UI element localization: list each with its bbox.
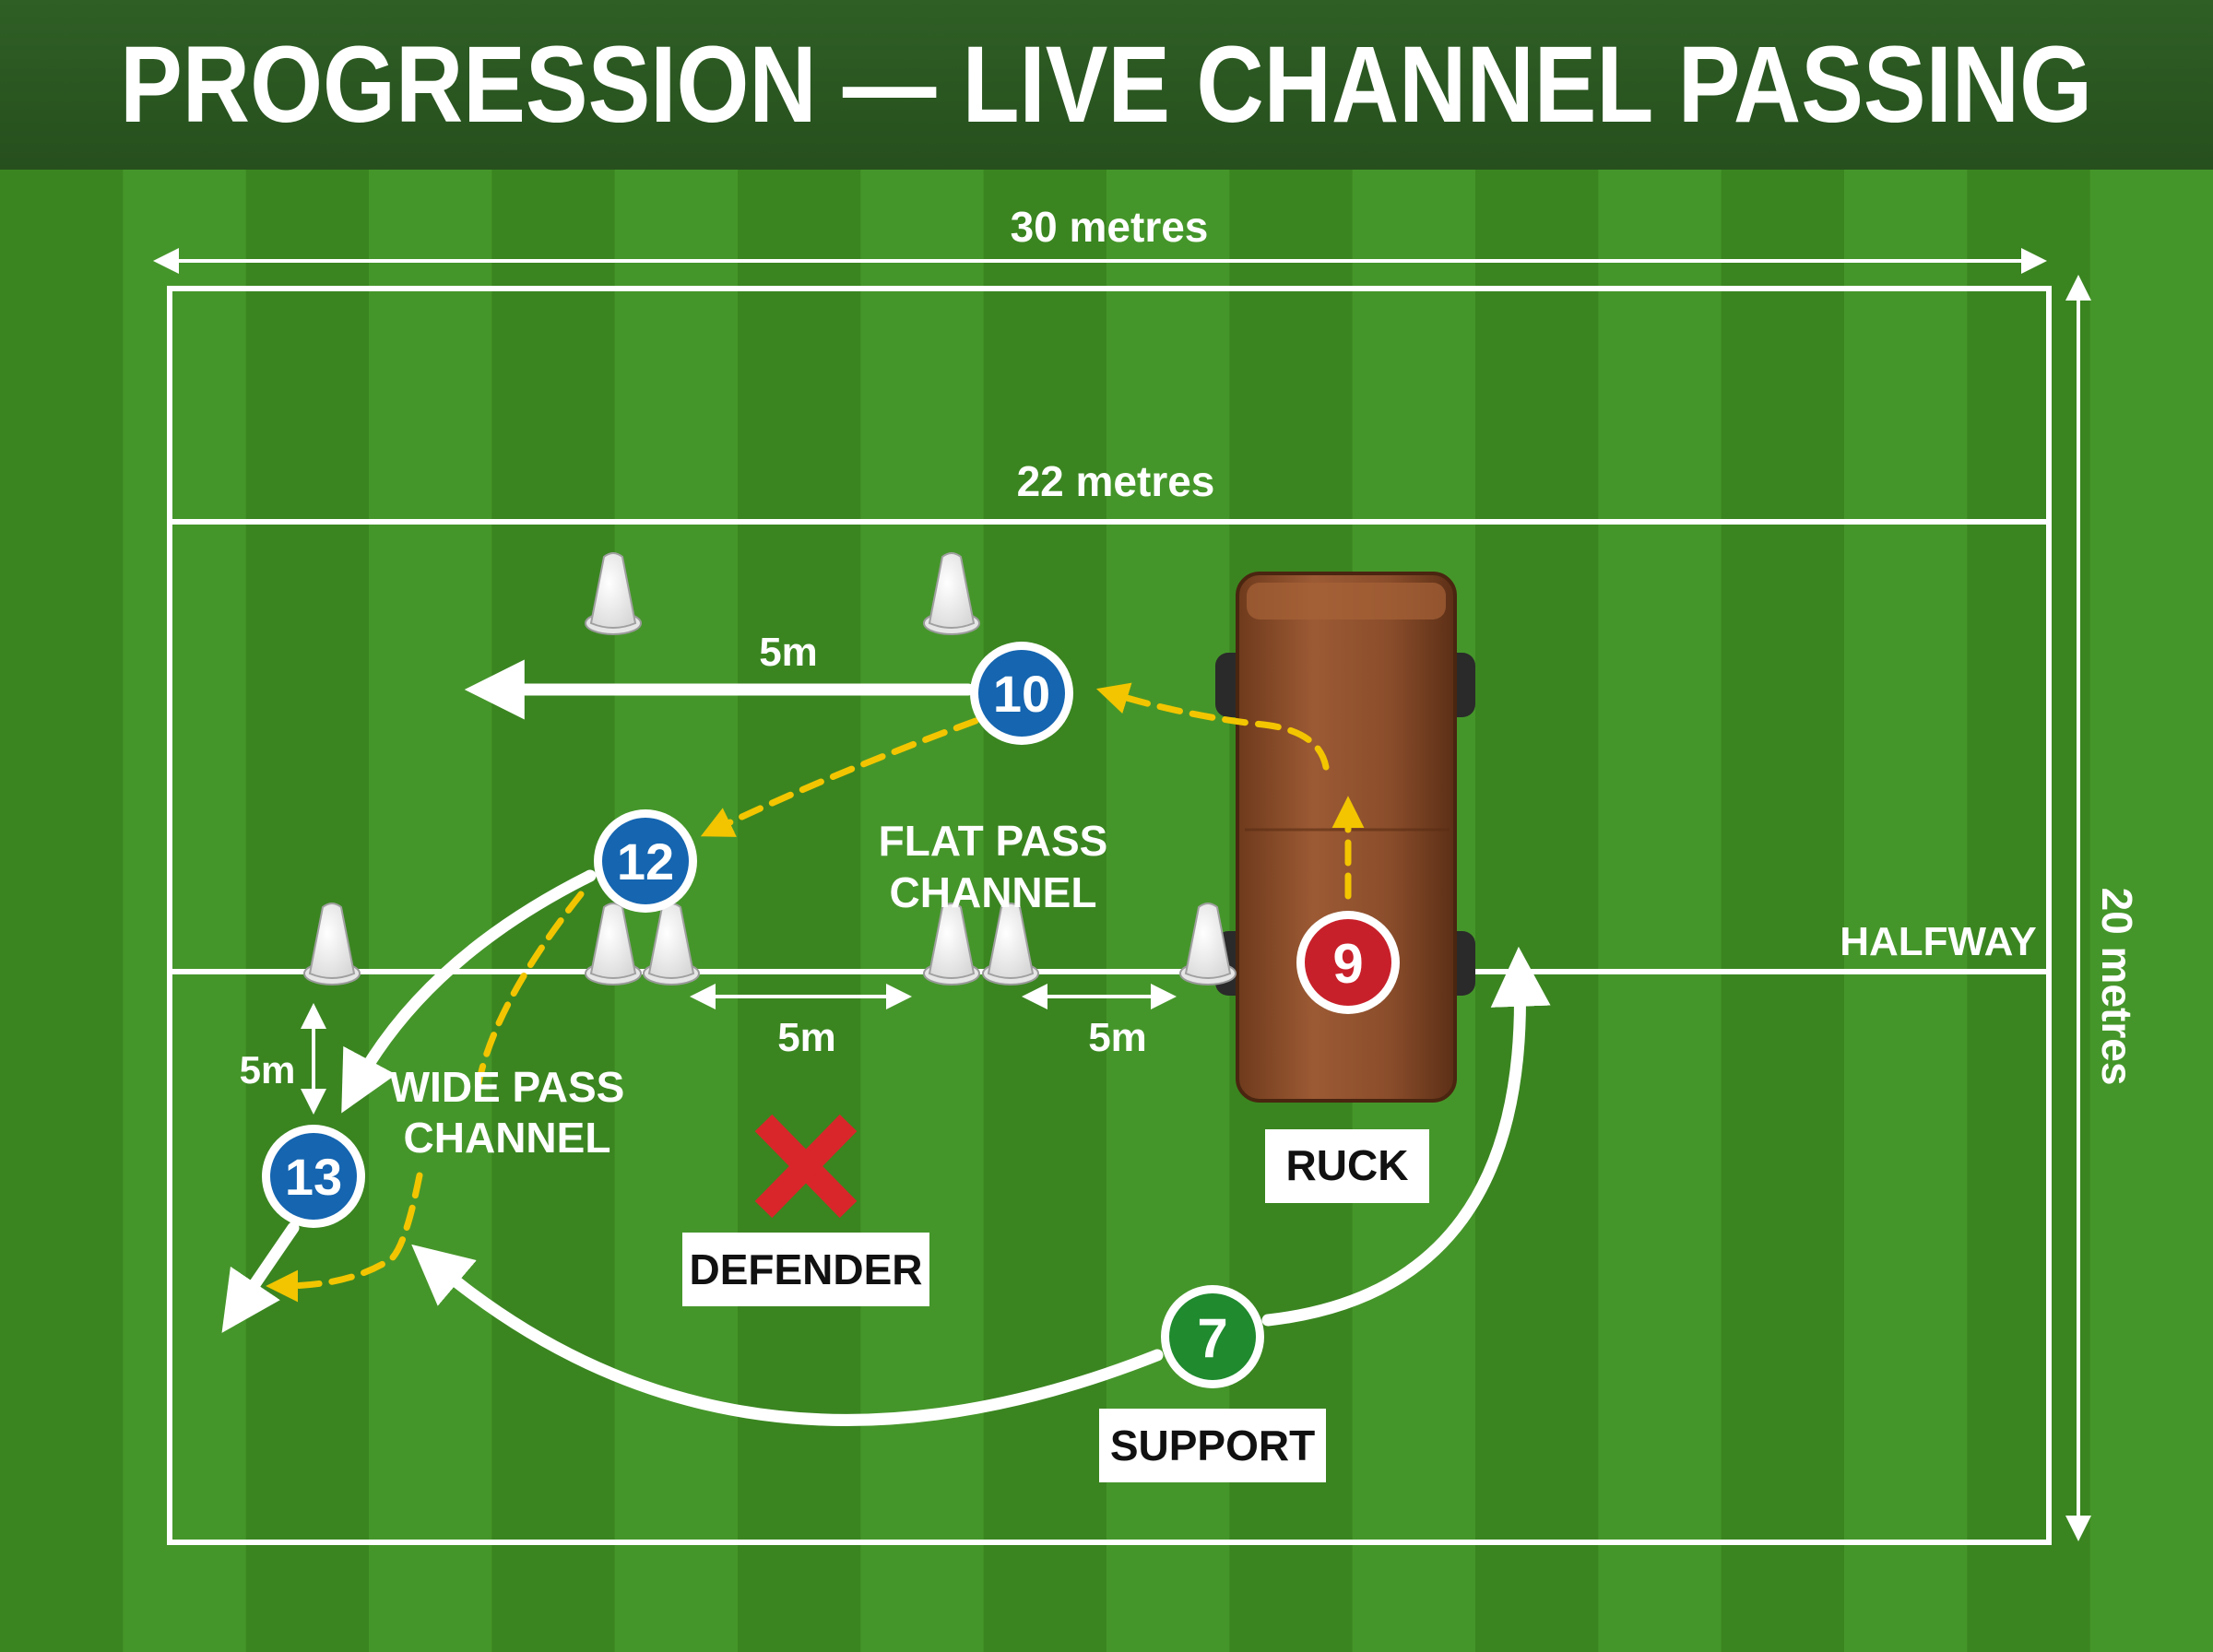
player-13-disc xyxy=(270,1133,357,1220)
pass-13-back xyxy=(266,1172,423,1303)
flat-channel-label-line2: CHANNEL xyxy=(890,868,1097,916)
player-7-number: 7 xyxy=(1197,1307,1227,1369)
support-label: SUPPORT xyxy=(1110,1422,1315,1469)
ruck-label-box: RUCK xyxy=(1265,1129,1429,1203)
cone-icon xyxy=(585,903,642,985)
header-bar: PROGRESSION — LIVE CHANNEL PASSING xyxy=(0,0,2213,170)
run-arrow-12 xyxy=(341,869,597,1114)
player-9: 9 xyxy=(1296,911,1400,1014)
run-arrow-13 xyxy=(221,1221,300,1333)
halfway-label: HALFWAY xyxy=(1840,919,2037,964)
wide-channel-label-line1: WIDE PASS xyxy=(390,1063,625,1111)
cone-icon xyxy=(1179,903,1237,985)
dimension-arrows xyxy=(153,248,2091,1541)
width-label: 30 metres xyxy=(1011,203,1209,251)
grass-stripe xyxy=(2089,170,2213,1652)
grass-stripe xyxy=(245,170,370,1652)
pass-9-to-10 xyxy=(1095,682,1330,771)
pass-lines xyxy=(266,682,1365,1303)
cone-icon xyxy=(923,552,980,635)
grass-stripe xyxy=(491,170,616,1652)
distance-arrows xyxy=(301,984,1177,1115)
support-run-right xyxy=(1261,946,1551,1327)
grass-stripe xyxy=(1967,170,2091,1652)
grass-stripe xyxy=(1598,170,1722,1652)
cone-icon xyxy=(303,903,361,985)
flat-channel-label-line1: FLAT PASS xyxy=(879,817,1108,865)
support-run-left xyxy=(411,1244,1164,1426)
grass-stripe xyxy=(1475,170,1600,1652)
grass-stripe xyxy=(1844,170,1969,1652)
pass-10-to-12 xyxy=(700,717,979,837)
player-7: 7 xyxy=(1161,1285,1264,1388)
cone-icon xyxy=(585,552,642,635)
pitch-diagram: 30 metres 20 metres 22 metres HALFWAY 5m… xyxy=(0,170,2213,1652)
ruck-label: RUCK xyxy=(1286,1141,1409,1189)
defender-label: DEFENDER xyxy=(689,1245,922,1293)
grass-stripe xyxy=(123,170,247,1652)
defender-label-box: DEFENDER xyxy=(682,1233,929,1306)
tackle-bag-icon xyxy=(1215,572,1475,1103)
cone-icon xyxy=(643,903,700,985)
player-12-disc xyxy=(602,818,689,904)
cones xyxy=(303,552,1237,985)
players: 10 12 13 9 7 xyxy=(262,642,1400,1388)
pitch-boundary xyxy=(167,286,2052,1545)
field-lines xyxy=(167,286,2052,1545)
player-10-disc xyxy=(978,650,1065,737)
distance-label-gap-2: 5m xyxy=(1088,1015,1147,1060)
page-title: PROGRESSION — LIVE CHANNEL PASSING xyxy=(120,24,2093,146)
player-7-disc xyxy=(1169,1293,1256,1380)
player-10: 10 xyxy=(970,642,1073,745)
grass-stripe xyxy=(369,170,493,1652)
run-lines xyxy=(221,659,1551,1426)
player-12: 12 xyxy=(594,809,697,913)
distance-label-gap-1: 5m xyxy=(777,1015,836,1060)
x-mark-icon xyxy=(754,1114,858,1219)
cone-icon xyxy=(982,903,1039,985)
distance-label-vertical: 5m xyxy=(240,1048,296,1092)
grass-stripe xyxy=(1721,170,1845,1652)
player-9-disc xyxy=(1305,919,1391,1006)
grass-stripe xyxy=(0,170,124,1652)
player-13-number: 13 xyxy=(285,1148,342,1206)
player-13: 13 xyxy=(262,1125,365,1228)
wide-channel-label-line2: CHANNEL xyxy=(404,1114,611,1162)
cone-icon xyxy=(923,903,980,985)
support-label-box: SUPPORT xyxy=(1099,1409,1326,1482)
grass-stripe xyxy=(738,170,862,1652)
player-9-number: 9 xyxy=(1332,933,1363,995)
player-12-number: 12 xyxy=(617,832,674,891)
line-22-label: 22 metres xyxy=(1017,457,1215,505)
height-label: 20 metres xyxy=(2093,888,2141,1086)
pass-12-to-13 xyxy=(474,891,585,1092)
distance-label-run-10: 5m xyxy=(759,630,818,675)
player-10-number: 10 xyxy=(993,665,1050,723)
